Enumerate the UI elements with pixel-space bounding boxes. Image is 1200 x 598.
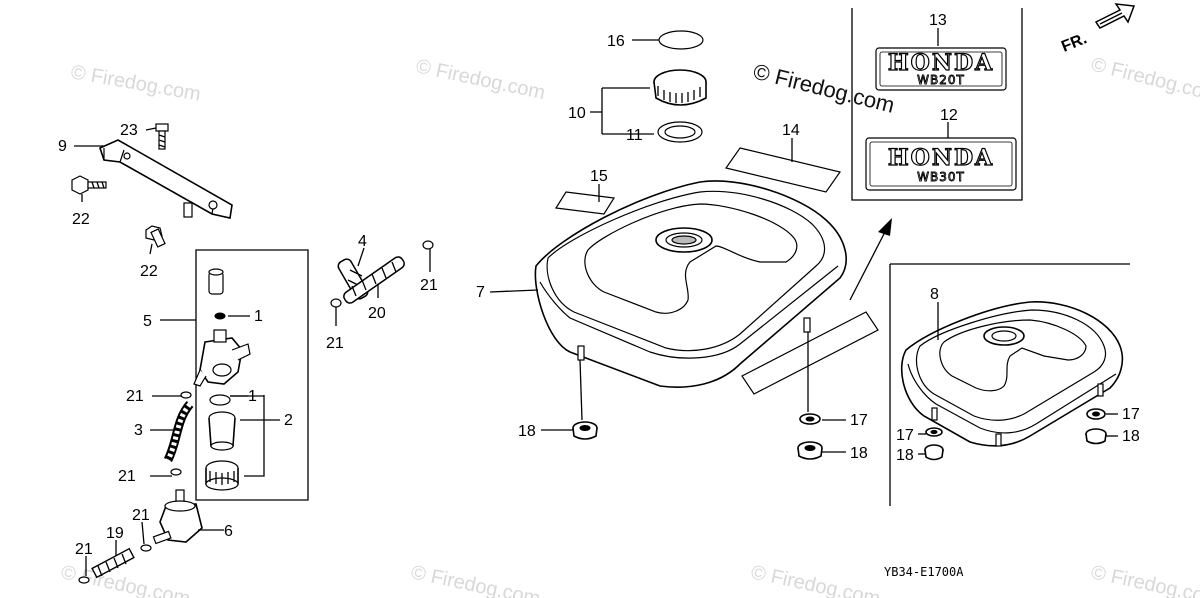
front-direction-label: FR. (1059, 30, 1089, 55)
decal-brand-text: HONDA (888, 50, 994, 76)
callout-15: 15 (590, 168, 608, 185)
fuel-tank-8 (900, 301, 1124, 447)
callout-4: 4 (358, 233, 367, 250)
reference-arrow-icon (849, 218, 892, 301)
decal-brand-text: HONDA (888, 145, 994, 171)
callout-22: 22 (72, 211, 90, 228)
callout-18: 18 (518, 423, 536, 440)
callout-1: 1 (254, 308, 263, 325)
callout-8: 8 (930, 286, 939, 303)
fuel-hose-19 (91, 547, 135, 579)
decal-wb20t: HONDA WB20T (875, 47, 1007, 91)
washer-17 (799, 413, 821, 425)
label-15 (554, 191, 616, 215)
callout-16: 16 (607, 33, 625, 50)
callout-12: 12 (940, 107, 958, 124)
callout-6: 6 (224, 523, 233, 540)
callout-20: 20 (368, 305, 386, 322)
callout-9: 9 (58, 138, 67, 155)
tube-clip (330, 240, 434, 308)
drawing-code: YB34-E1700A (884, 565, 964, 579)
callout-13: 13 (929, 12, 947, 29)
callout-7: 7 (476, 284, 485, 301)
watermark: © Firedog.com (749, 561, 882, 598)
callout-17: 17 (1122, 406, 1140, 423)
fuel-cap-10 (653, 69, 707, 106)
callout-1: 1 (248, 388, 257, 405)
hose-clip (78, 544, 152, 584)
watermark: © Firedog.com (1089, 54, 1200, 107)
bolt-23 (155, 123, 169, 150)
nut-18 (1085, 428, 1107, 445)
callout-18: 18 (1122, 428, 1140, 445)
bolt-22-upper (71, 175, 107, 195)
watermark: © Firedog.com (69, 61, 202, 105)
washer-17 (1086, 408, 1106, 420)
callout-10: 10 (568, 105, 586, 122)
callout-17: 17 (896, 427, 914, 444)
alt-tank-box (889, 263, 1130, 506)
callout-14: 14 (782, 122, 800, 139)
leader-lines (74, 28, 1118, 576)
callout-numbers: 9 23 22 22 5 1 1 2 21 3 21 6 21 19 21 4 … (58, 12, 1140, 558)
nut-18 (924, 444, 944, 461)
fuel-hose-3 (163, 401, 194, 463)
callout-21: 21 (420, 277, 438, 294)
fuel-tank-7 (534, 180, 847, 388)
bolt-22-lower (145, 225, 166, 248)
watermark: © Firedog.com (414, 55, 547, 104)
nut-18 (797, 441, 823, 460)
callout-18: 18 (850, 445, 868, 462)
callout-2: 2 (284, 412, 293, 429)
label-14 (725, 147, 841, 193)
cap-seal-11 (657, 121, 703, 143)
callout-21: 21 (75, 541, 93, 558)
fuel-tank-bracket (99, 139, 233, 219)
label-strip (741, 311, 879, 395)
decal-model-text: WB20T (917, 73, 965, 87)
hose-clip (170, 391, 192, 476)
callout-21: 21 (326, 335, 344, 352)
decal-box (851, 8, 1023, 201)
callout-5: 5 (143, 313, 152, 330)
watermark: © Firedog.com (409, 561, 542, 598)
fuel-valve-group-box (195, 249, 309, 501)
callout-18: 18 (896, 447, 914, 464)
decal-model-text: WB30T (917, 170, 965, 184)
callout-17: 17 (850, 412, 868, 429)
washer-17 (925, 427, 943, 437)
callout-22: 22 (140, 263, 158, 280)
watermark-main: © Firedog.com (751, 59, 897, 118)
nut-18 (572, 421, 598, 440)
watermark: © Firedog.com (1089, 561, 1200, 598)
gasket-16 (658, 30, 704, 50)
callout-3: 3 (134, 422, 143, 439)
callout-bracket (590, 87, 654, 135)
callout-19: 19 (106, 525, 124, 542)
fuel-valve-parts (193, 268, 251, 491)
decal-wb30t: HONDA WB30T (865, 137, 1017, 191)
fuel-filter-6 (152, 489, 203, 545)
front-direction-arrow-icon (1094, 3, 1136, 29)
callout-21: 21 (126, 388, 144, 405)
callout-21: 21 (132, 507, 150, 524)
callout-11: 11 (626, 127, 643, 144)
callout-23: 23 (120, 122, 138, 139)
callout-bracket (230, 395, 280, 477)
callout-21: 21 (118, 468, 136, 485)
